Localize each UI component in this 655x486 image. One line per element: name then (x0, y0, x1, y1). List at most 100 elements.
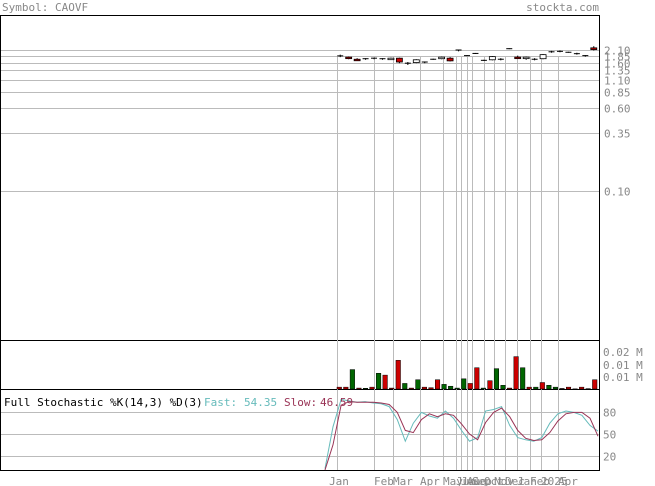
volume-bar (559, 388, 565, 390)
volume-bar (415, 379, 421, 390)
month-label: May (443, 475, 463, 486)
candle-body (488, 56, 496, 61)
volume-tick-label: 0.02 M (603, 346, 643, 359)
price-tick-label: 0.85 (604, 87, 631, 100)
price-tick-label: 0.35 (604, 128, 631, 141)
month-label: Aug (467, 475, 487, 486)
volume-bar (592, 379, 598, 390)
month-label: Feb (374, 475, 394, 486)
volume-bar (402, 383, 408, 390)
candle-body (353, 58, 361, 62)
volume-bars (336, 356, 598, 390)
volume-bar (454, 387, 460, 390)
fast-legend-value: 54.35 (244, 396, 277, 409)
slow-d-line (324, 401, 599, 471)
volume-bar (526, 386, 532, 390)
volume-bar (428, 387, 434, 390)
volume-bar (441, 384, 447, 390)
month-label: Jul (461, 475, 481, 486)
month-label: Jan (517, 475, 537, 486)
candle-body (395, 57, 403, 63)
price-panel (0, 15, 600, 341)
candle-body (590, 47, 598, 50)
month-label: Dec (505, 475, 525, 486)
volume-bar (448, 385, 454, 390)
candle-body (412, 59, 420, 63)
candle-body (539, 54, 547, 60)
volume-bar (376, 373, 382, 390)
slow-legend-value: 46.59 (320, 396, 353, 409)
volume-bar (487, 380, 493, 390)
volume-bar (461, 378, 467, 390)
month-label: Jan (329, 475, 349, 486)
candle-body (387, 57, 395, 61)
price-tick-label: 1.60 (604, 58, 631, 71)
volume-bar (493, 368, 500, 390)
volume-bar (480, 387, 486, 390)
price-axis: 2.101.851.601.351.100.85 0.60 0.35 0.10 (604, 45, 631, 199)
volume-bar (500, 385, 506, 390)
volume-bar (513, 356, 519, 390)
volume-bar (474, 367, 480, 390)
fast-legend-label: Fast: (204, 396, 237, 409)
symbol-label: Symbol: CAOVF (2, 1, 88, 14)
candle-body (514, 56, 522, 60)
month-label: Sep (472, 475, 492, 486)
volume-bar (435, 379, 441, 390)
candle-body (345, 56, 353, 60)
month-label: Apr (420, 475, 440, 486)
volume-tick-label: 0.01 M (603, 359, 643, 372)
volume-bar (356, 387, 362, 390)
volume-bar (408, 387, 414, 390)
month-label: Feb (530, 475, 550, 486)
stochastic-tick-label: 20 (603, 451, 616, 464)
price-tick-label: 1.35 (604, 65, 631, 78)
volume-panel (0, 340, 600, 390)
slow-legend-label: Slow: (284, 396, 317, 409)
volume-bar (507, 387, 513, 390)
volume-bar (467, 383, 473, 390)
stochastic-lines (1, 398, 599, 471)
stochastic-title: Full Stochastic %K(14,3) %D(3) (4, 396, 203, 409)
price-tick-label: 2.10 (604, 45, 631, 58)
site-label: stockta.com (526, 1, 599, 14)
candle-body (522, 56, 530, 60)
volume-bar (520, 367, 526, 390)
month-gridlines (337, 57, 559, 470)
volume-axis: 0.02 M0.01 M0.01 M (603, 346, 643, 384)
volume-bar (421, 386, 427, 390)
price-tick-label: 1.85 (604, 51, 631, 64)
volume-bar (579, 386, 585, 390)
volume-bar (343, 386, 349, 390)
candle-body (446, 57, 454, 62)
price-tick-label: 0.60 (604, 103, 631, 116)
volume-bar (533, 386, 539, 390)
volume-bar (566, 386, 572, 390)
volume-bar (362, 388, 369, 390)
month-label: 2025 (541, 475, 568, 486)
stochastic-tick-label: 50 (603, 429, 616, 442)
volume-bar (382, 374, 388, 390)
price-tick-label: 0.10 (604, 186, 631, 199)
volume-bar (349, 369, 355, 390)
month-label: Apr (558, 475, 578, 486)
stochastic-axis: 80 50 20 (603, 407, 616, 464)
month-label: Jun (456, 475, 476, 486)
volume-bar (546, 385, 552, 390)
volume-tick-label: 0.01 M (603, 371, 643, 384)
volume-bar (552, 386, 558, 390)
volume-bar (369, 386, 375, 390)
month-label: Mar (393, 475, 413, 486)
candle-body (438, 56, 446, 60)
month-label: Nov (494, 475, 514, 486)
month-label: Oct (484, 475, 504, 486)
volume-bar (336, 386, 342, 390)
candlesticks (337, 46, 598, 65)
volume-bar (539, 382, 545, 390)
stochastic-tick-label: 80 (603, 407, 616, 420)
price-grid (1, 50, 599, 192)
price-tick-label: 1.10 (604, 75, 631, 88)
volume-bar (389, 387, 395, 390)
